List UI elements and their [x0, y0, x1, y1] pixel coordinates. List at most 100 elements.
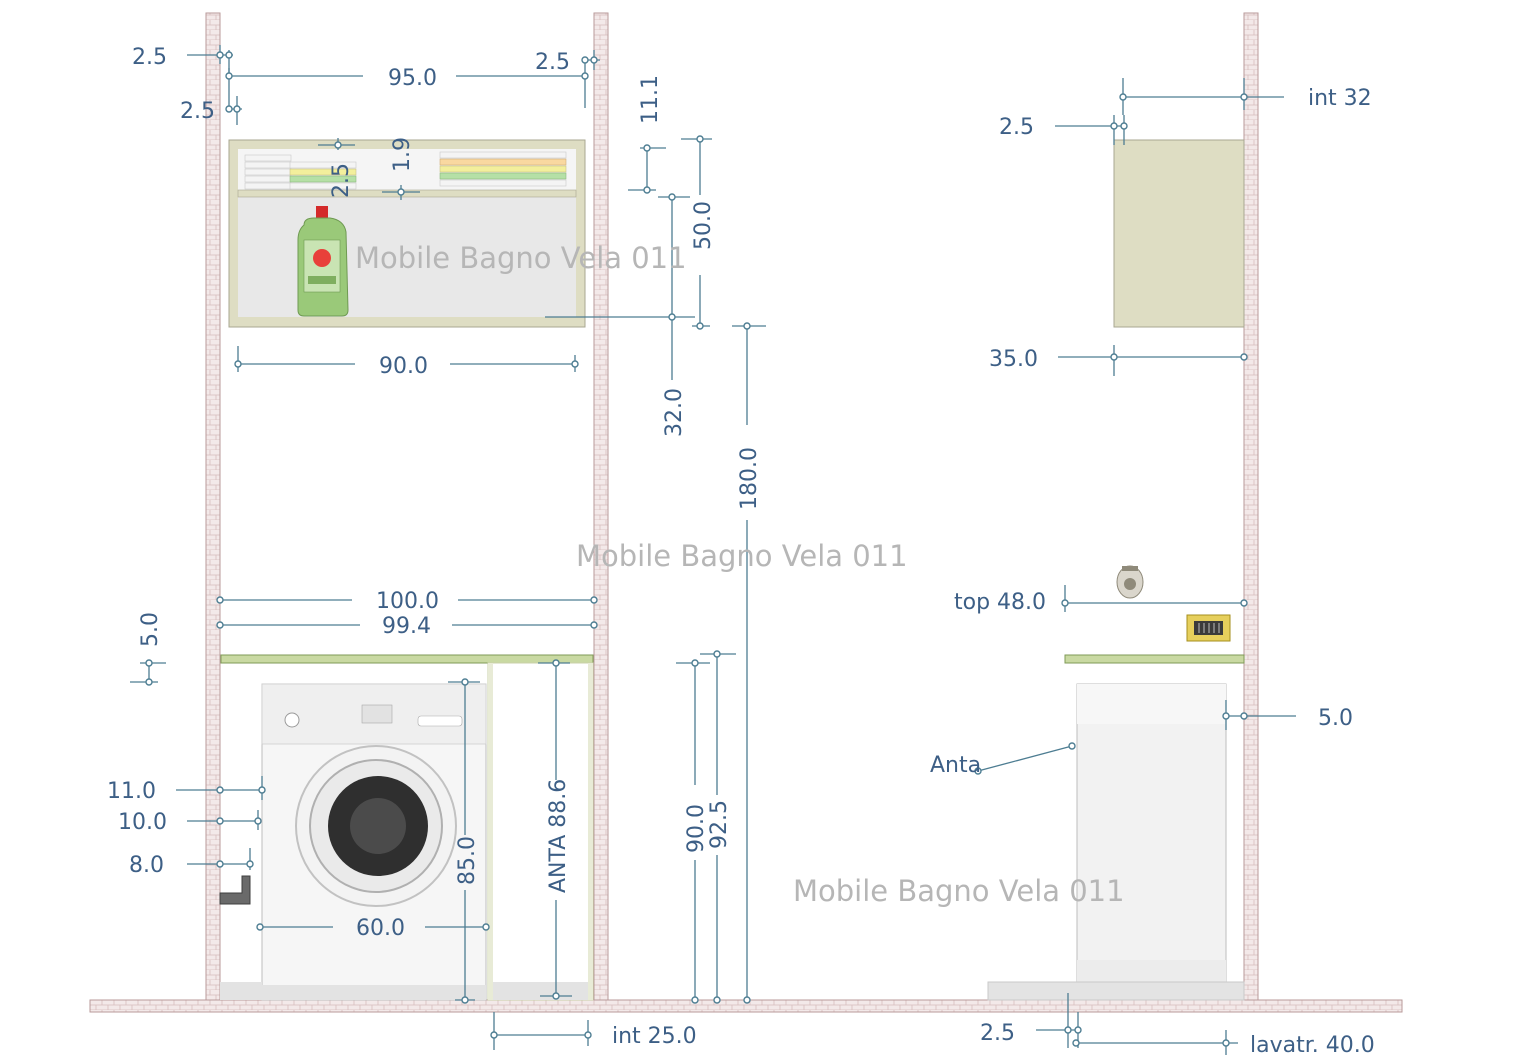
dimension-terminator — [1222, 712, 1230, 720]
dimension-terminator — [1072, 1039, 1080, 1047]
dimension-terminator — [1240, 599, 1248, 607]
dim-pipe-lower: 8.0 — [129, 853, 164, 878]
door-panel — [487, 662, 594, 1001]
pipe-image — [219, 875, 251, 905]
dimension-terminator — [225, 51, 233, 59]
dim-side-panel: 2.5 — [180, 99, 215, 124]
dimension-terminator — [696, 322, 704, 330]
countertop — [220, 654, 594, 664]
watermark-middle: Mobile Bagno Vela 011 — [576, 539, 908, 573]
dim-cabinet-height: 50.0 — [691, 201, 716, 250]
dimension-terminator — [743, 996, 751, 1004]
dim-clearance: 32.0 — [662, 388, 687, 437]
dim-top-thickness: 5.0 — [138, 612, 163, 647]
dimension-terminator — [590, 56, 598, 64]
washing-machine-image — [261, 683, 487, 1001]
side-washer-image — [1076, 683, 1227, 1001]
dimension-terminator — [482, 923, 490, 931]
dimension-terminator — [254, 817, 262, 825]
dimension-terminator — [584, 1031, 592, 1039]
dim-top-height-total: 92.5 — [707, 800, 732, 849]
dimension-terminator — [590, 621, 598, 629]
dim-washer-width: 60.0 — [356, 916, 405, 941]
door-label: Anta — [930, 753, 981, 778]
dimension-terminator — [246, 860, 254, 868]
dimension-terminator — [233, 105, 241, 113]
dimension-terminator — [643, 186, 651, 194]
dimension-terminator — [216, 596, 224, 604]
dimension-terminator — [1110, 353, 1118, 361]
dim-washer-depth: lavatr. 40.0 — [1250, 1033, 1375, 1058]
dimension-terminator — [1222, 1039, 1230, 1047]
dimension-terminator — [691, 659, 699, 667]
dimension-terminator — [461, 996, 469, 1004]
dimension-terminator — [1064, 1026, 1072, 1034]
detergent-bottle-image — [297, 206, 349, 317]
dimension-terminator — [571, 360, 579, 368]
dim-left-wall-gap: 2.5 — [132, 45, 167, 70]
dim-floor-gap: 2.5 — [980, 1021, 1015, 1046]
dimension-dots — [145, 51, 1248, 1047]
middle-wall — [593, 12, 609, 1001]
dim-top-width: 100.0 — [376, 589, 439, 614]
dimension-terminator — [1119, 93, 1127, 101]
dim-pipe-mid: 10.0 — [118, 810, 167, 835]
side-countertop — [1064, 654, 1245, 664]
dim-inner-width: int 25.0 — [612, 1024, 697, 1049]
dimension-terminator — [490, 1031, 498, 1039]
dimension-terminator — [743, 322, 751, 330]
dimension-terminator — [258, 786, 266, 794]
dimension-terminator — [696, 135, 704, 143]
dim-shelf-thickness: 1.9 — [390, 137, 415, 172]
side-cabinet — [1113, 139, 1245, 328]
dimension-terminator — [974, 767, 982, 775]
dim-panel-thickness: 2.5 — [329, 163, 354, 198]
dimension-terminator — [581, 72, 589, 80]
towels-image — [244, 151, 567, 190]
dim-interior-depth: int 32 — [1308, 86, 1372, 111]
dim-total-height: 180.0 — [737, 447, 762, 510]
dimension-terminator — [1240, 353, 1248, 361]
side-plinth — [987, 981, 1245, 1001]
dimension-terminator — [1110, 122, 1118, 130]
dimension-terminator — [668, 313, 676, 321]
dimension-terminator — [461, 678, 469, 686]
dimension-terminator — [713, 996, 721, 1004]
dim-wall-span: 95.0 — [388, 66, 437, 91]
dim-side-cabinet-gap: 2.5 — [999, 115, 1034, 140]
walls — [205, 12, 1259, 1001]
dimension-terminator — [581, 56, 589, 64]
dim-top-height: 90.0 — [684, 804, 709, 853]
dimension-terminator — [216, 51, 224, 59]
dimension-terminator — [216, 860, 224, 868]
dimension-terminator — [145, 659, 153, 667]
dimension-terminator — [1068, 742, 1076, 750]
watermark-lower: Mobile Bagno Vela 011 — [793, 874, 1125, 908]
dimension-terminator — [1074, 1026, 1082, 1034]
dimension-terminator — [234, 360, 242, 368]
dimension-terminator — [552, 659, 560, 667]
dimension-terminator — [1240, 712, 1248, 720]
dim-cabinet-gap: 11.1 — [638, 75, 663, 124]
socket-icon — [1186, 614, 1231, 642]
dim-cabinet-depth: 35.0 — [989, 347, 1038, 372]
dimension-terminator — [225, 105, 233, 113]
dimension-terminator — [1061, 599, 1069, 607]
faucet-icon — [1116, 565, 1144, 599]
dim-cabinet-width: 90.0 — [379, 354, 428, 379]
dimension-terminator — [691, 996, 699, 1004]
side-wall — [1243, 12, 1259, 1001]
dimension-terminator — [397, 188, 405, 196]
dim-pipe-upper: 11.0 — [107, 779, 156, 804]
dimension-terminator — [713, 650, 721, 658]
plinth — [220, 982, 262, 1000]
dimension-terminator — [1240, 93, 1248, 101]
dim-top-inner-width: 99.4 — [382, 614, 431, 639]
dimension-terminator — [145, 678, 153, 686]
dimension-terminator — [225, 72, 233, 80]
wall-cabinet — [228, 139, 586, 328]
dim-door-height: ANTA 88.6 — [546, 779, 571, 893]
dim-right-wall-gap: 2.5 — [535, 50, 570, 75]
dim-front-gap: 5.0 — [1318, 706, 1353, 731]
